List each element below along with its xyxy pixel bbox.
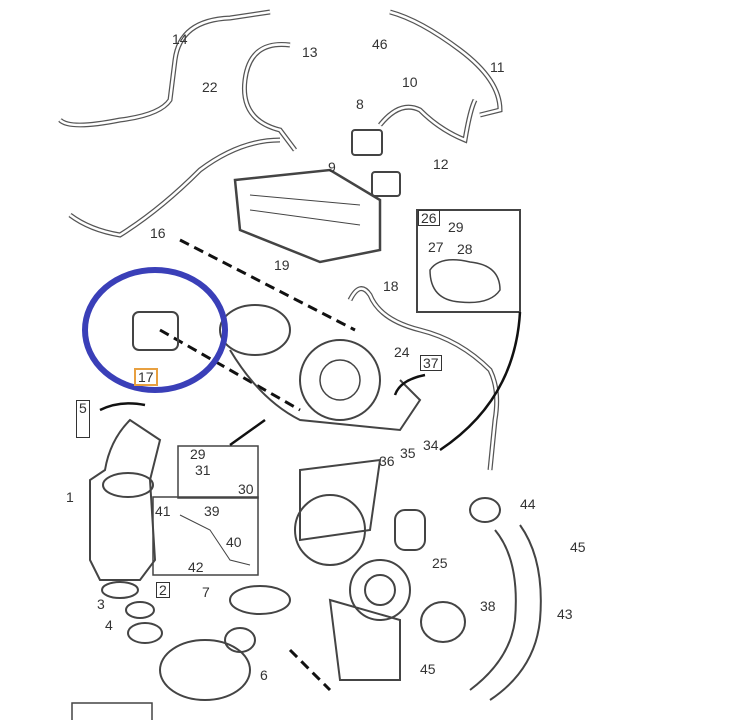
part-label-16[interactable]: 16 bbox=[150, 225, 166, 241]
part-label-44[interactable]: 44 bbox=[520, 496, 536, 512]
part-label-29b[interactable]: 29 bbox=[190, 446, 206, 462]
part-label-14[interactable]: 14 bbox=[172, 31, 188, 47]
part-label-7[interactable]: 7 bbox=[202, 584, 210, 600]
part-label-1[interactable]: 1 bbox=[66, 489, 74, 505]
part-label-43[interactable]: 43 bbox=[557, 606, 573, 622]
part-label-26[interactable]: 26 bbox=[418, 210, 440, 226]
part-label-39[interactable]: 39 bbox=[204, 503, 220, 519]
part-label-6[interactable]: 6 bbox=[260, 667, 268, 683]
engine-cover-19 bbox=[233, 168, 382, 264]
part-label-36[interactable]: 36 bbox=[379, 453, 395, 469]
part-label-22[interactable]: 22 bbox=[202, 79, 218, 95]
hose-10 bbox=[378, 98, 478, 144]
hose-11 bbox=[389, 9, 503, 118]
part-label-41[interactable]: 41 bbox=[155, 503, 171, 519]
part-label-5[interactable]: 5 bbox=[76, 400, 90, 438]
part-label-13[interactable]: 13 bbox=[302, 44, 318, 60]
part-label-38[interactable]: 38 bbox=[480, 598, 496, 614]
part-label-46[interactable]: 46 bbox=[372, 36, 388, 52]
part-label-2[interactable]: 2 bbox=[156, 582, 170, 598]
part-label-8[interactable]: 8 bbox=[356, 96, 364, 112]
part-label-4[interactable]: 4 bbox=[105, 617, 113, 633]
highlight-circle bbox=[82, 267, 228, 393]
part-label-25[interactable]: 25 bbox=[432, 555, 448, 571]
part-label-19[interactable]: 19 bbox=[274, 257, 290, 273]
hose-16 bbox=[68, 137, 281, 238]
part-label-45b[interactable]: 45 bbox=[420, 661, 436, 677]
part-label-28[interactable]: 28 bbox=[457, 241, 473, 257]
part-label-11[interactable]: 11 bbox=[490, 59, 505, 75]
part-label-37[interactable]: 37 bbox=[420, 355, 442, 371]
part-label-9[interactable]: 9 bbox=[328, 159, 336, 175]
part-label-3[interactable]: 3 bbox=[97, 596, 105, 612]
part-label-12[interactable]: 12 bbox=[433, 156, 449, 172]
part-label-31[interactable]: 31 bbox=[195, 462, 211, 478]
part-label-27[interactable]: 27 bbox=[428, 239, 444, 255]
part-label-35[interactable]: 35 bbox=[400, 445, 416, 461]
part-label-10[interactable]: 10 bbox=[402, 74, 418, 90]
part-label-30[interactable]: 30 bbox=[238, 481, 254, 497]
part-label-40[interactable]: 40 bbox=[226, 534, 242, 550]
part-label-17-selected[interactable]: 17 bbox=[134, 368, 158, 386]
part-label-42[interactable]: 42 bbox=[188, 559, 204, 575]
pipe-43 bbox=[469, 524, 542, 701]
part-label-45[interactable]: 45 bbox=[570, 539, 586, 555]
hose-14 bbox=[58, 9, 271, 128]
part-label-34[interactable]: 34 bbox=[423, 437, 439, 453]
part-label-24[interactable]: 24 bbox=[394, 344, 410, 360]
part-label-18[interactable]: 18 bbox=[383, 278, 399, 294]
part-label-29[interactable]: 29 bbox=[448, 219, 464, 235]
